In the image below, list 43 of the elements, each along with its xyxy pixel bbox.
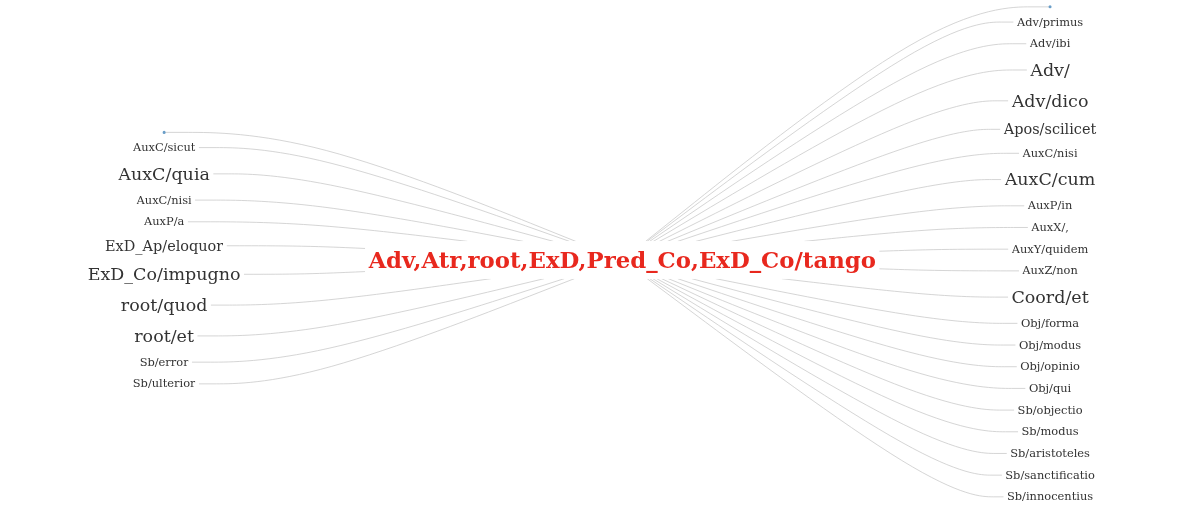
node-text: Obj/modus	[1018, 338, 1082, 352]
node-text: Sb/error	[139, 355, 189, 369]
node-text: ExD_Co/impugno	[87, 264, 241, 284]
connector	[198, 278, 575, 385]
connector	[243, 271, 366, 275]
node-text: AuxC/quia	[118, 163, 210, 184]
node-text: Sb/sanctificatio	[1005, 468, 1095, 482]
node-text: AuxC/nisi	[1022, 146, 1078, 160]
node-text: Apos/scilicet	[1003, 120, 1097, 138]
node-text: root/quod	[120, 295, 208, 315]
node-text: Adv,Atr,root,ExD,Pred_Co,ExD_Co/tango	[368, 246, 876, 274]
node-text: Coord/et	[1011, 287, 1089, 307]
node-text: Obj/opinio	[1020, 359, 1080, 374]
node-text: Adv/ibi	[1029, 36, 1071, 51]
node-text: Obj/qui	[1028, 381, 1072, 396]
node-text: AuxP/in	[1027, 198, 1073, 213]
node-text: AuxZ/non	[1022, 263, 1078, 278]
connector	[878, 268, 1020, 272]
node-circle	[1048, 5, 1052, 9]
connector	[878, 248, 1010, 252]
node-text: Sb/objectio	[1017, 403, 1083, 417]
connector	[198, 147, 570, 242]
node-text: Adv/	[1030, 59, 1070, 80]
node-text: AuxP/a	[143, 214, 185, 229]
node-text: AuxY/quidem	[1011, 242, 1089, 256]
node-text: Sb/innocentius	[1006, 489, 1094, 504]
node-circle	[162, 130, 166, 134]
node-text: AuxX/,	[1031, 220, 1069, 235]
connector	[656, 278, 1019, 433]
node-text: ExD_Ap/eloquor	[105, 237, 224, 254]
node-text: Sb/ulterior	[132, 376, 196, 391]
node-text: AuxC/nisi	[136, 193, 192, 207]
connector	[661, 278, 1015, 411]
node-text: Sb/aristoteles	[1010, 446, 1090, 461]
node-text: Adv/primus	[1016, 15, 1084, 29]
connector	[667, 128, 1002, 242]
node-text: root/et	[134, 325, 195, 346]
node-text: AuxC/sicut	[132, 140, 196, 155]
node-text: AuxC/cum	[1004, 169, 1096, 190]
node-text: Sb/modus	[1021, 424, 1079, 439]
connector	[659, 100, 1009, 242]
node-text: Obj/forma	[1020, 316, 1080, 331]
node-text: Adv/dico	[1011, 90, 1089, 111]
